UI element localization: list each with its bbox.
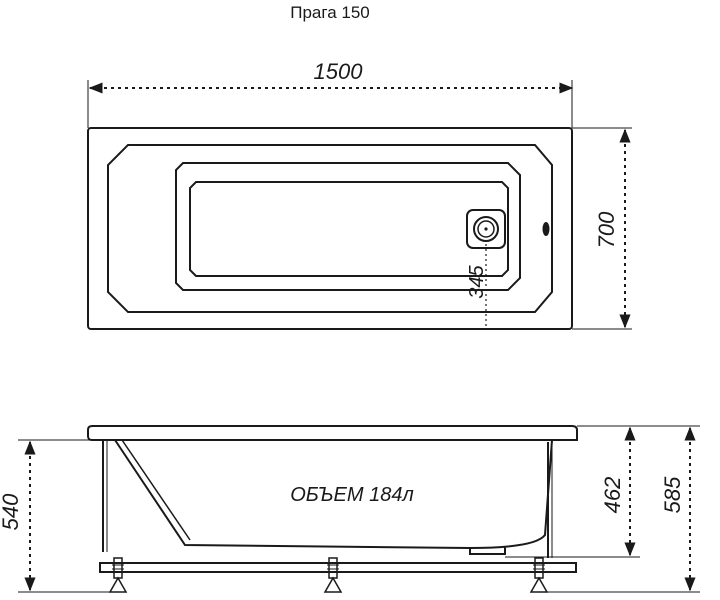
tub-basin-inner xyxy=(189,181,509,277)
height-left-label: 540 xyxy=(0,493,23,530)
tub-outer-rim xyxy=(87,127,573,330)
foot-right xyxy=(529,557,549,593)
height-total-label: 585 xyxy=(660,476,685,513)
overflow-icon xyxy=(542,222,550,236)
drain-offset-label: 345 xyxy=(466,264,488,298)
top-view: 1500 345 700 xyxy=(87,59,632,330)
drain-icon xyxy=(473,216,499,242)
tub-inner-bowl xyxy=(107,144,553,313)
drain-outlet-side xyxy=(469,547,506,555)
tub-body-inner-side xyxy=(121,439,191,541)
drain-inner-ring xyxy=(477,220,495,238)
tub-rim-side xyxy=(87,425,578,441)
tub-basin-outer xyxy=(175,162,521,291)
foot-left xyxy=(108,557,128,593)
volume-label: ОБЪЕМ 184л xyxy=(290,484,414,506)
foot-center xyxy=(323,557,343,593)
width-label: 700 xyxy=(594,211,619,248)
length-label: 1500 xyxy=(314,59,364,84)
drain-center xyxy=(484,227,488,231)
frame-rail xyxy=(99,562,577,573)
drawing-title: Прага 150 xyxy=(290,3,370,22)
height-inner-label: 462 xyxy=(600,477,625,514)
side-view: ОБЪЕМ 184л 540 462 585 xyxy=(0,425,700,593)
drain-housing xyxy=(466,209,506,249)
